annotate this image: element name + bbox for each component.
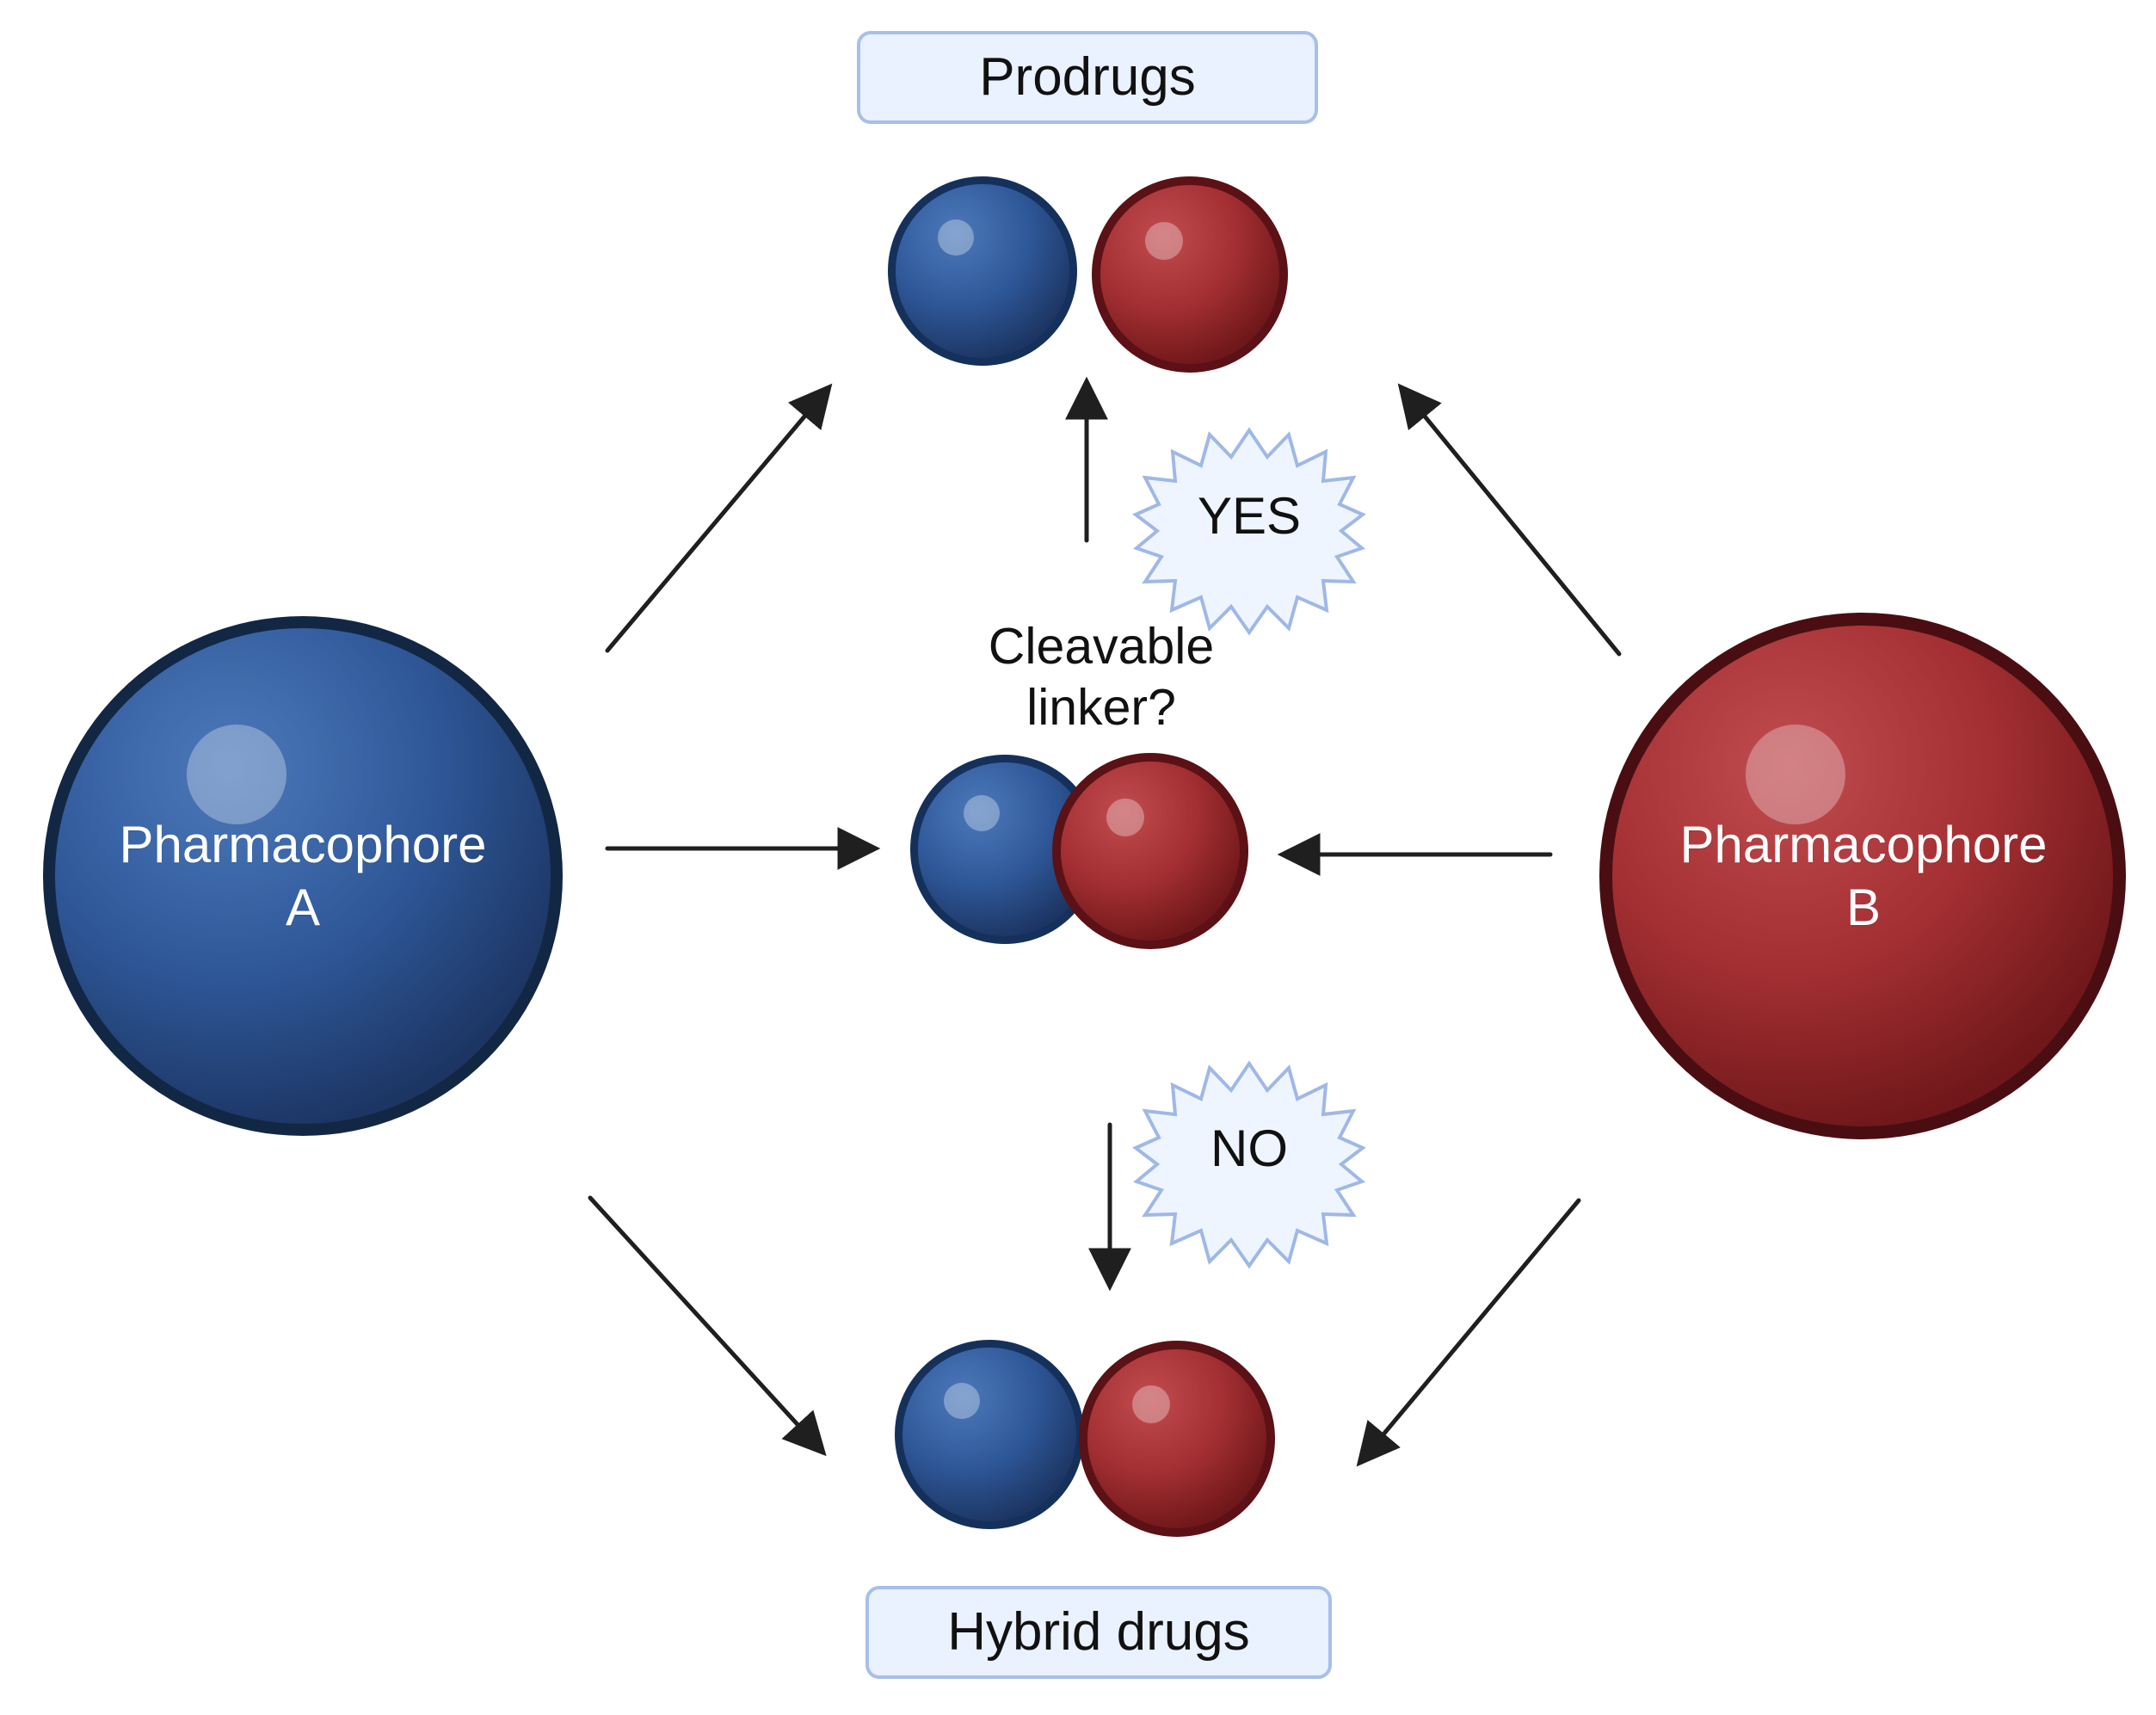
no-burst: [1132, 1060, 1366, 1269]
no-label: NO: [1210, 1120, 1288, 1177]
hybrid-drugs-label-box: Hybrid drugs: [865, 1586, 1332, 1679]
pharmacophore-a-letter: A: [285, 879, 321, 937]
linker-line: linker?: [1026, 678, 1176, 736]
arrow-b-to-hybrid: [1356, 1198, 1581, 1467]
cleavable-linker-question: Cleavable linker?: [955, 616, 1247, 738]
cleavable-line: Cleavable: [988, 618, 1215, 675]
yes-label: YES: [1197, 487, 1302, 545]
hybrid-drugs-label: Hybrid drugs: [947, 1602, 1250, 1663]
pharmacophore-b-letter: B: [1845, 879, 1882, 937]
linked-molecule: [910, 753, 1248, 949]
arrow-b-to-prodrug: [1397, 383, 1622, 657]
pharmacophore-a-name: Pharmacophore: [119, 816, 487, 873]
arrow-a-to-hybrid: [588, 1195, 827, 1457]
prodrugs-label-box: Prodrugs: [857, 31, 1318, 124]
prodrugs-label: Prodrugs: [979, 47, 1196, 108]
pharmacophore-b-sphere: [1599, 613, 2126, 1139]
pharmacophore-a-sphere: [43, 616, 563, 1136]
arrow-a-to-prodrug: [605, 383, 833, 653]
prodrug-molecule: [888, 176, 1288, 373]
pharmacophore-b-name: Pharmacophore: [1679, 816, 2048, 873]
pharmacophore-b-label: Pharmacophore B: [1657, 813, 2070, 939]
pharmacophore-a-label: Pharmacophore A: [96, 813, 509, 939]
yes-burst: [1132, 427, 1366, 636]
hybrid-drug-molecule: [895, 1340, 1275, 1537]
